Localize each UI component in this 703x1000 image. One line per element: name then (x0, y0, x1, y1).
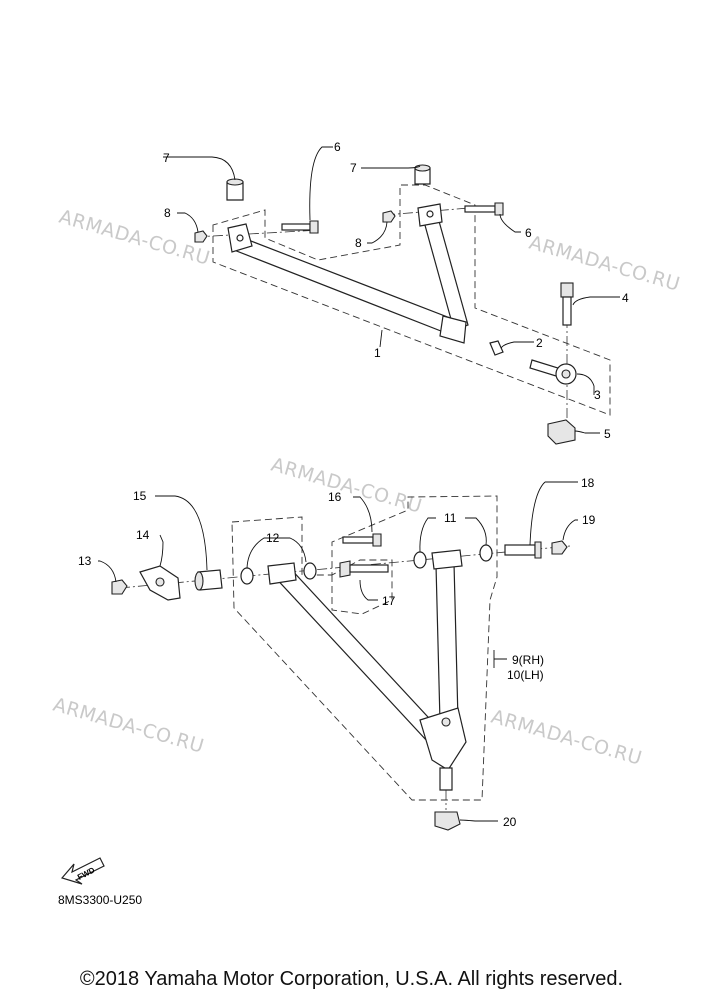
lower-arm-rear-tube (435, 562, 459, 723)
lower-arm-front-pivot (267, 562, 297, 585)
callout-15: 15 (133, 489, 147, 503)
callout-3: 3 (594, 388, 601, 402)
bolt-18 (504, 541, 542, 559)
nut-8-rear (382, 210, 396, 223)
nut-20 (434, 811, 461, 831)
callout-20: 20 (503, 815, 517, 829)
callout-8-left: 8 (164, 206, 171, 220)
upper-arm-joint-sleeve (439, 315, 467, 344)
nut-19 (551, 540, 568, 555)
upper-arm-front-tube (233, 235, 451, 334)
bushing-12-right (303, 562, 317, 580)
bushing-11-right (479, 544, 493, 562)
upper-callouts: 7 6 7 8 8 6 4 2 3 5 1 (163, 140, 629, 441)
watermark: ARMADA-CO.RU (527, 232, 683, 296)
callout-7-left: 7 (163, 151, 170, 165)
callout-4: 4 (622, 291, 629, 305)
callout-13: 13 (78, 554, 92, 568)
lower-callouts: 15 16 12 11 14 13 18 19 17 9(RH) 10(LH) … (78, 476, 596, 829)
nut-13 (111, 579, 128, 595)
bushing-11-left (413, 551, 427, 569)
lower-arm-assembly (111, 495, 571, 831)
watermark: ARMADA-CO.RU (489, 706, 645, 770)
callout-11: 11 (444, 511, 457, 525)
nut-5 (547, 419, 576, 445)
callout-5: 5 (604, 427, 611, 441)
callout-18: 18 (581, 476, 595, 490)
bolt-6-front (281, 220, 319, 234)
callout-16: 16 (328, 490, 342, 504)
callout-9-rh: 9(RH) (512, 653, 544, 667)
callout-17: 17 (382, 594, 396, 608)
lower-arm-knuckle (419, 707, 467, 771)
callout-2: 2 (536, 336, 543, 350)
lower-ball-stud (439, 767, 453, 791)
callout-8-right: 8 (355, 236, 362, 250)
cotter-pin-2 (489, 340, 504, 356)
bolt-group-dashed-outline (331, 559, 393, 615)
fwd-arrow-icon: FWD (60, 857, 105, 885)
lower-arm-front-tube (271, 565, 441, 743)
callout-12: 12 (266, 531, 280, 545)
callout-7-right: 7 (350, 161, 357, 175)
upper-arm-assembly (194, 164, 611, 445)
callout-6-right: 6 (525, 226, 532, 240)
lower-arm-rear-pivot (431, 549, 463, 570)
callout-6-top: 6 (334, 140, 341, 154)
bolt-4 (560, 282, 574, 326)
ball-joint-3 (529, 359, 577, 385)
bushing-12-left (240, 567, 254, 585)
callout-14: 14 (136, 528, 150, 542)
bolt-17 (339, 560, 389, 578)
callout-19: 19 (582, 513, 596, 527)
bolt-6-rear (464, 202, 504, 216)
nut-8-front (194, 230, 208, 243)
bolt-16 (342, 533, 382, 547)
copyright-notice: ©2018 Yamaha Motor Corporation, U.S.A. A… (79, 968, 624, 990)
callout-10-lh: 10(LH) (507, 668, 544, 682)
watermark: ARMADA-CO.RU (269, 454, 425, 518)
callout-1: 1 (374, 346, 381, 360)
upper-arm-dashed-outline (212, 184, 611, 416)
watermark: ARMADA-CO.RU (51, 694, 207, 758)
diagram-code: 8MS3300-U250 (58, 893, 142, 907)
